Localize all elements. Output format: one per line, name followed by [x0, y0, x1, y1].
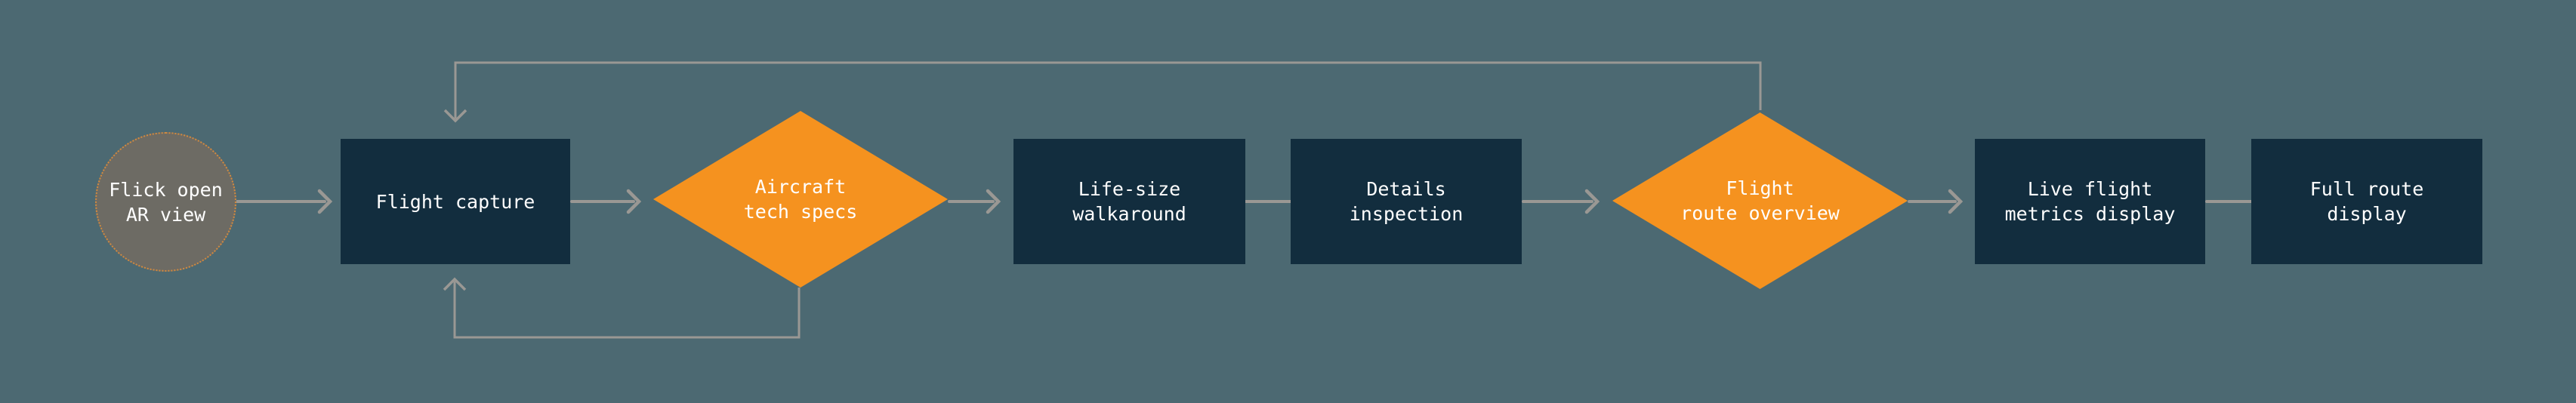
node-label-line: walkaround: [1072, 203, 1186, 225]
node-label-line: AR view: [125, 203, 206, 226]
edge-flight-capture-to-aircraft-tech-specs: [570, 189, 642, 214]
node-label-line: Flight: [1726, 177, 1794, 199]
node-live-flight-metrics-display: Live flight metrics display: [1975, 139, 2205, 264]
node-start: Flick open AR view: [95, 132, 236, 272]
node-label-line: Flick open: [109, 178, 223, 201]
node-label-line: Full route: [2309, 178, 2424, 200]
node-label-line: Aircraft: [754, 176, 847, 198]
node-label-line: metrics display: [2004, 203, 2176, 225]
node-life-size-walkaround: Life-size walkaround: [1013, 139, 1245, 264]
node-label-line: Life-size: [1078, 178, 1181, 200]
node-label-line: tech specs: [743, 201, 858, 223]
edge-loop-flight-route-overview-to-flight-capture: [443, 61, 1762, 123]
node-details-inspection: Details inspection: [1291, 139, 1522, 264]
node-label-line: Details: [1366, 178, 1446, 200]
node-full-route-display: Full route display: [2251, 139, 2482, 264]
edge-loop-aircraft-tech-specs-to-flight-capture: [443, 277, 801, 339]
node-label-line: display: [2327, 203, 2407, 225]
edge-flight-route-overview-to-live-flight-metrics-display: [1908, 189, 1964, 214]
node-label-line: Live flight: [2027, 178, 2153, 200]
node-label-line: Flight capture: [375, 190, 535, 213]
edge-details-inspection-to-flight-route-overview: [1522, 189, 1600, 214]
edge-aircraft-tech-specs-to-life-size-walkaround: [948, 189, 1001, 214]
node-label-line: inspection: [1349, 203, 1464, 225]
node-label-line: route overview: [1680, 202, 1840, 224]
node-flight-capture: Flight capture: [341, 139, 570, 264]
edge-start-to-flight-capture: [236, 189, 333, 214]
